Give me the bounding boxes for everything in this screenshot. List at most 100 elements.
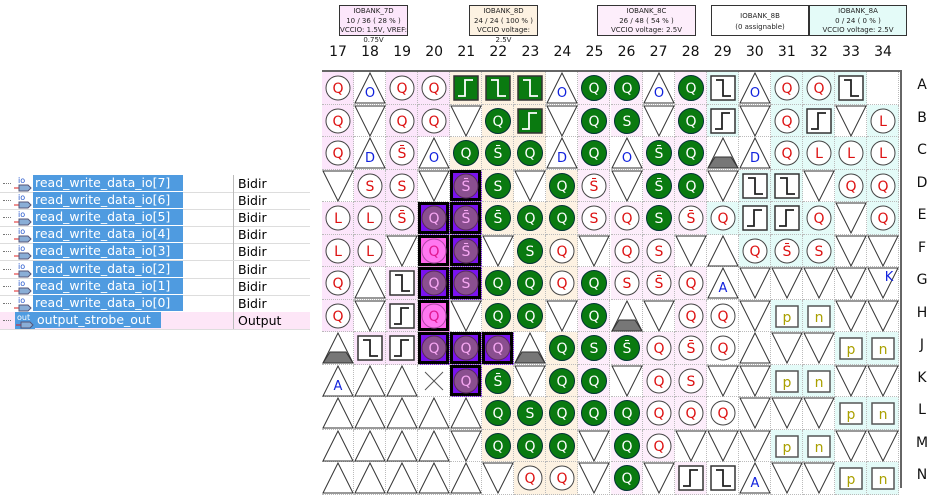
pin-C18-triangle-up[interactable]: D — [354, 137, 387, 170]
pin-J25-assigned[interactable]: S — [578, 332, 611, 365]
pin-E23-assigned[interactable]: Q — [514, 202, 547, 235]
pin-B32-clock-rising[interactable] — [802, 104, 835, 137]
pin-N24-io[interactable]: Q — [546, 462, 579, 495]
pin-B25-assigned[interactable]: Q — [578, 104, 611, 137]
pin-M34-triangle-down[interactable] — [867, 429, 900, 462]
pin-H34-triangle-down[interactable] — [867, 299, 900, 332]
pin-D22-assigned[interactable]: S — [482, 169, 515, 202]
pin-M19-triangle-up[interactable] — [386, 429, 419, 462]
pin-A20-io[interactable]: Q — [418, 72, 451, 105]
pin-B29-clock-rising[interactable] — [706, 104, 739, 137]
pin-D34-io[interactable]: Q — [867, 169, 900, 202]
pin-J21-selected[interactable]: Q — [450, 332, 483, 365]
pin-G29-triangle-up[interactable]: A — [706, 267, 739, 300]
pin-J23-triangle-up[interactable] — [514, 332, 547, 365]
pin-J17-triangle-up[interactable] — [322, 332, 354, 365]
pin-B18-triangle-down[interactable] — [354, 104, 387, 137]
pin-H24-triangle-down[interactable] — [546, 299, 579, 332]
pin-M23-assigned[interactable]: Q — [514, 429, 547, 462]
node-row[interactable]: io read_write_data_io[1] Bidir — [0, 277, 310, 296]
pin-N33-diff-p[interactable]: p — [834, 462, 867, 495]
pin-N34-diff-n[interactable]: n — [867, 462, 900, 495]
pin-M24-assigned[interactable]: Q — [546, 429, 579, 462]
node-row[interactable]: io read_write_data_io[5] Bidir — [0, 209, 310, 228]
pin-E30-clock-rising[interactable] — [738, 202, 771, 235]
pin-M25-triangle-down[interactable] — [578, 429, 611, 462]
pin-G28-io[interactable]: Q — [674, 267, 707, 300]
node-row[interactable]: io read_write_data_io[4] Bidir — [0, 226, 310, 245]
pin-B21-triangle-down[interactable] — [450, 104, 483, 137]
pin-K32-diff-n[interactable]: n — [802, 364, 835, 397]
pin-H27-triangle-down[interactable] — [642, 299, 675, 332]
pin-J30-triangle-up[interactable] — [738, 332, 771, 365]
pin-F29-triangle-up[interactable] — [706, 234, 739, 267]
pin-F33-triangle-down[interactable] — [834, 234, 867, 267]
pin-N32-triangle-down[interactable] — [802, 462, 835, 495]
pin-L32-triangle-down[interactable] — [802, 397, 835, 430]
pin-C19-io[interactable]: S̄ — [386, 137, 419, 170]
pin-B33-triangle-down[interactable] — [834, 104, 867, 137]
pin-B17-io[interactable]: Q — [322, 104, 354, 137]
pin-K17-triangle-up[interactable]: A — [322, 364, 354, 397]
pin-A17-io[interactable]: Q — [322, 72, 354, 105]
pin-N31-triangle-down[interactable] — [770, 462, 803, 495]
pin-C21-assigned[interactable]: Q — [450, 137, 483, 170]
pin-L24-assigned[interactable]: Q — [546, 397, 579, 430]
pin-M21-triangle-down[interactable] — [450, 429, 483, 462]
pin-C31-io[interactable]: Q — [770, 137, 803, 170]
pin-M26-assigned[interactable]: Q — [610, 429, 643, 462]
pin-E20-selected[interactable]: Q — [418, 202, 451, 235]
pin-A25-assigned[interactable]: Q — [578, 72, 611, 105]
pin-J29-io[interactable]: Q — [706, 332, 739, 365]
pin-L27-io[interactable]: Q — [642, 397, 675, 430]
pin-C32-io[interactable]: L — [802, 137, 835, 170]
pin-A26-assigned[interactable]: Q — [610, 72, 643, 105]
pin-N25-triangle-down[interactable] — [578, 462, 611, 495]
pin-G25-assigned[interactable]: Q — [578, 267, 611, 300]
pin-D19-io[interactable]: S — [386, 169, 419, 202]
pin-D25-io[interactable]: S̄ — [578, 169, 611, 202]
pin-B23-clock-rising[interactable] — [514, 104, 547, 137]
pin-A33-clock-falling[interactable] — [834, 72, 867, 105]
pin-G21-selected[interactable]: S — [450, 267, 483, 300]
pin-M27-io[interactable]: Q — [642, 429, 675, 462]
pin-K20-no-connect[interactable] — [418, 364, 451, 397]
pin-K31-diff-p[interactable]: p — [770, 364, 803, 397]
node-row[interactable]: io read_write_data_io[0] Bidir — [0, 294, 310, 313]
pin-M18-triangle-up[interactable] — [354, 429, 387, 462]
pin-L20-triangle-up[interactable] — [418, 397, 451, 430]
pin-E18-io[interactable]: L — [354, 202, 387, 235]
pin-M32-diff-n[interactable]: n — [802, 429, 835, 462]
pin-N30-triangle-up[interactable]: A — [738, 462, 771, 495]
pin-F30-io[interactable]: Q — [738, 234, 771, 267]
pin-H31-diff-p[interactable]: p — [770, 299, 803, 332]
pin-N29-clock-falling[interactable] — [706, 462, 739, 495]
pin-N19-triangle-up[interactable] — [386, 462, 419, 495]
pin-N20-triangle-up[interactable] — [418, 462, 451, 495]
pin-D21-selected[interactable]: S̄ — [450, 169, 483, 202]
pin-M30-triangle-down[interactable] — [738, 429, 771, 462]
pin-A27-triangle-up[interactable]: O — [642, 72, 675, 105]
pin-C26-triangle-up[interactable]: O — [610, 137, 643, 170]
pin-C17-io[interactable]: Q — [322, 137, 354, 170]
pin-K24-assigned[interactable]: Q — [546, 364, 579, 397]
pin-A22-clock-falling[interactable] — [482, 72, 515, 105]
pin-H30-triangle-down[interactable] — [738, 299, 771, 332]
pin-A21-clock-rising[interactable] — [450, 72, 483, 105]
pin-E26-io[interactable]: Q — [610, 202, 643, 235]
pin-F22-triangle-down[interactable] — [482, 234, 515, 267]
pin-B31-io[interactable]: Q — [770, 104, 803, 137]
pin-L21-triangle-up[interactable] — [450, 397, 483, 430]
pin-E27-assigned[interactable]: S — [642, 202, 675, 235]
pin-K18-triangle-up[interactable] — [354, 364, 387, 397]
pin-D29-triangle-down[interactable] — [706, 169, 739, 202]
pin-J20-selected[interactable]: Q — [418, 332, 451, 365]
pin-A30-triangle-up[interactable]: O — [738, 72, 771, 105]
pin-M28-triangle-down[interactable] — [674, 429, 707, 462]
pin-L23-assigned[interactable]: S — [514, 397, 547, 430]
pin-K28-io[interactable]: S — [674, 364, 707, 397]
pin-E33-triangle-down[interactable] — [834, 202, 867, 235]
pin-E25-io[interactable]: S — [578, 202, 611, 235]
pin-K23-triangle-down[interactable] — [514, 364, 547, 397]
